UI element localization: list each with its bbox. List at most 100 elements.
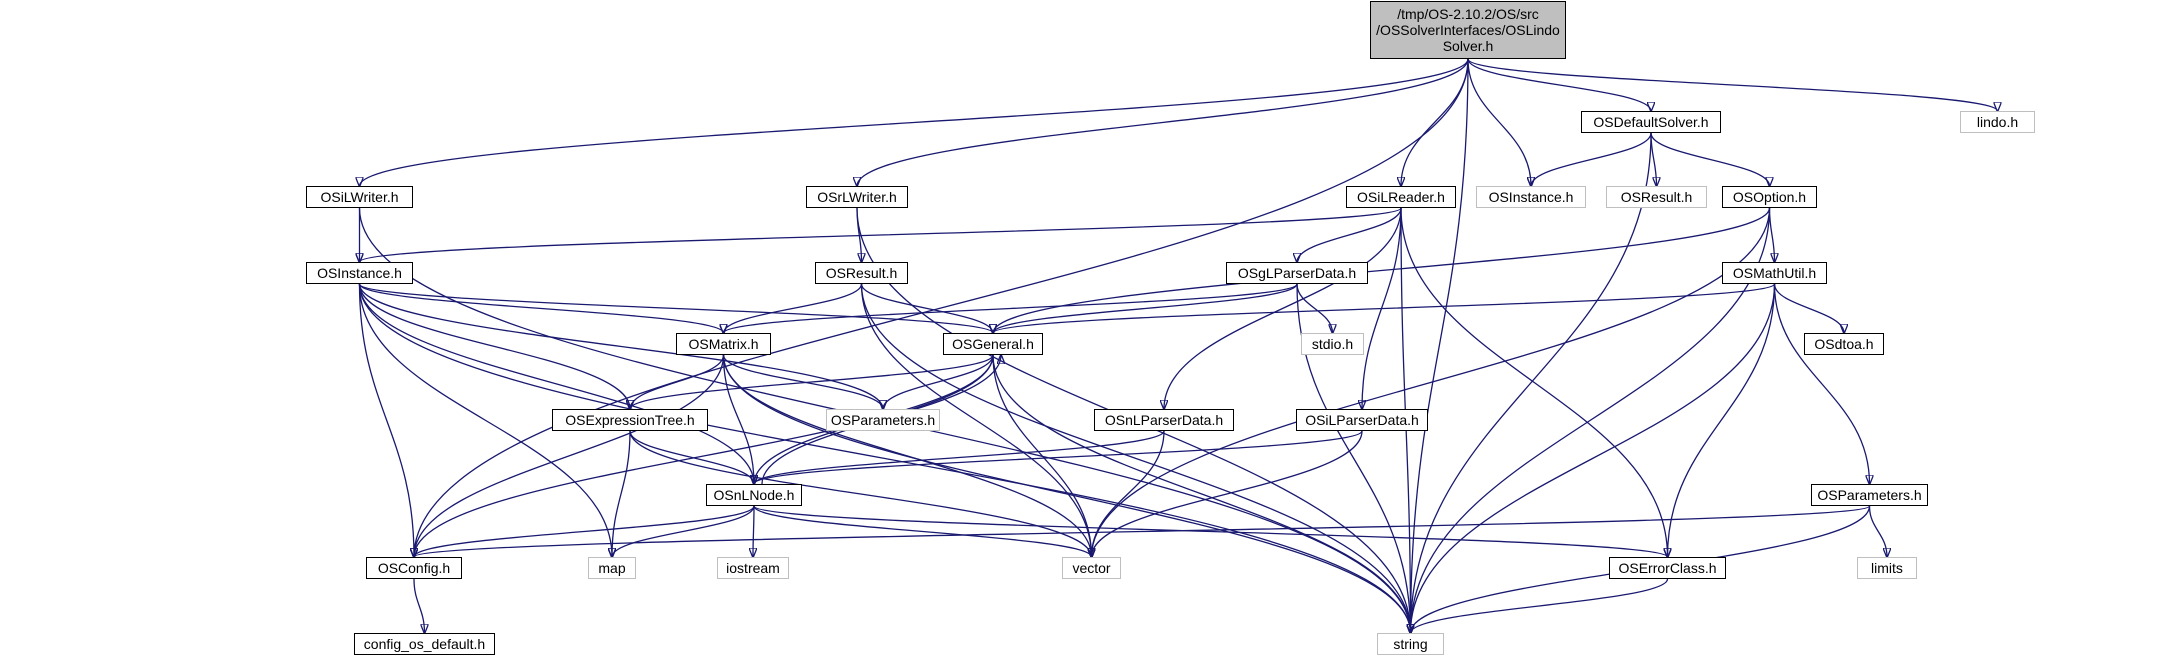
node-stdio: stdio.h — [1301, 333, 1364, 355]
edge-root-to-osdefault-solver — [1467, 58, 1651, 111]
edge-osi-lparser-data-to-osn-lnode — [754, 430, 1363, 484]
node-label: OSInstance.h — [1488, 189, 1574, 205]
edge-osmatrix-to-osparameters-ext — [722, 354, 884, 409]
node-osmatrix[interactable]: OSMatrix.h — [676, 333, 771, 355]
node-oserror-class[interactable]: OSErrorClass.h — [1609, 557, 1726, 579]
edge-osi-lreader-to-osinstance — [360, 207, 1402, 262]
node-label: OSResult.h — [1620, 189, 1693, 205]
edge-osresult-to-osmatrix — [724, 283, 863, 333]
node-config-os-default[interactable]: config_os_default.h — [354, 633, 495, 655]
node-osi-lparser-data[interactable]: OSiLParserData.h — [1296, 409, 1428, 431]
edge-osresult-to-string — [860, 283, 1411, 633]
edge-osn-lnode-to-vector — [753, 505, 1092, 557]
node-iostream: iostream — [717, 557, 789, 579]
node-label: OSiLParserData.h — [1305, 412, 1419, 428]
edge-osmatrix-to-osn-lnode — [722, 354, 755, 484]
node-label: OSGeneral.h — [952, 336, 1034, 352]
edge-osresult-to-osgeneral — [860, 283, 994, 333]
edge-osinstance-to-osmatrix — [358, 283, 724, 333]
root-label-line: /OSSolverInterfaces/OSLindo — [1376, 22, 1560, 38]
node-label: OSiLReader.h — [1357, 189, 1445, 205]
edge-osparameters-to-osconfig — [414, 505, 1871, 557]
node-map: map — [588, 557, 636, 579]
edge-osmath-util-to-osparameters — [1773, 283, 1870, 484]
node-label: OSInstance.h — [317, 265, 402, 281]
edge-root-to-string — [1411, 58, 1469, 633]
edge-osg-lparser-data-to-osgeneral — [993, 283, 1298, 333]
edge-osmath-util-to-osgeneral — [993, 283, 1776, 333]
edge-osinstance-to-osgeneral — [358, 283, 994, 333]
node-osn-lparser-data[interactable]: OSnLParserData.h — [1094, 409, 1234, 431]
edge-osn-lnode-to-osconfig — [414, 505, 755, 557]
edge-osinstance-to-osexpression-tree — [358, 283, 631, 409]
edge-osinstance-to-map — [358, 283, 613, 557]
node-osdefault-solver[interactable]: OSDefaultSolver.h — [1581, 111, 1721, 133]
node-osmath-util[interactable]: OSMathUtil.h — [1722, 262, 1827, 284]
node-osresult-ext: OSResult.h — [1606, 186, 1707, 208]
node-label: limits — [1871, 560, 1903, 576]
edge-root-to-osi-lwriter — [360, 58, 1469, 186]
edge-osi-lreader-to-osn-lparser-data — [1164, 207, 1402, 409]
node-label: iostream — [726, 560, 780, 576]
edge-osgeneral-to-osexpression-tree — [630, 354, 994, 409]
node-label: OSErrorClass.h — [1618, 560, 1717, 576]
edge-osgeneral-to-string — [992, 354, 1411, 633]
node-root: /tmp/OS-2.10.2/OS/src/OSSolverInterfaces… — [1370, 1, 1566, 59]
node-osinstance[interactable]: OSInstance.h — [306, 262, 413, 284]
node-osdtoa[interactable]: OSdtoa.h — [1804, 333, 1884, 355]
node-label: vector — [1072, 560, 1111, 576]
node-label: OSOption.h — [1732, 189, 1807, 205]
edge-osresult-to-vector — [860, 283, 1092, 557]
node-osparameters[interactable]: OSParameters.h — [1811, 484, 1928, 506]
edge-osinstance-to-osconfig — [358, 283, 415, 557]
edge-osmatrix-to-osconfig — [414, 354, 725, 557]
edge-osmatrix-to-string — [722, 354, 1411, 633]
edge-osparameters-to-limits — [1868, 505, 1888, 557]
node-label: OSMatrix.h — [688, 336, 759, 352]
node-label: OSConfig.h — [377, 560, 451, 576]
root-label-line: /tmp/OS-2.10.2/OS/src — [1397, 6, 1539, 22]
node-osconfig[interactable]: OSConfig.h — [366, 557, 462, 579]
node-osi-lreader[interactable]: OSiLReader.h — [1346, 186, 1456, 208]
node-label: OSrLWriter.h — [817, 189, 897, 205]
node-label: OSgLParserData.h — [1237, 265, 1357, 281]
node-limits: limits — [1857, 557, 1917, 579]
node-label: stdio.h — [1311, 336, 1354, 352]
node-osi-lwriter[interactable]: OSiLWriter.h — [306, 186, 413, 208]
edge-osdefault-solver-to-osoption — [1650, 132, 1770, 186]
edge-osexpression-tree-to-map — [612, 430, 631, 557]
edge-osi-lreader-to-osg-lparser-data — [1297, 207, 1402, 262]
edge-osg-lparser-data-to-stdio — [1296, 283, 1333, 333]
edge-osoption-to-osgeneral — [993, 207, 1771, 333]
node-label: OSExpressionTree.h — [565, 412, 695, 428]
edge-osg-lparser-data-to-osmatrix — [724, 283, 1298, 333]
node-label: OSDefaultSolver.h — [1593, 114, 1709, 130]
edge-osdefault-solver-to-string — [1411, 132, 1652, 633]
edge-root-to-osr-lwriter — [857, 58, 1469, 186]
edge-osgeneral-to-vector — [992, 354, 1092, 557]
node-osn-lnode[interactable]: OSnLNode.h — [706, 484, 802, 506]
edge-osn-lnode-to-map — [612, 505, 755, 557]
edge-osgeneral-to-osparameters-ext — [883, 354, 994, 409]
node-osinstance-ext: OSInstance.h — [1476, 186, 1586, 208]
node-string: string — [1377, 633, 1444, 655]
edge-root-to-osinstance-ext — [1467, 58, 1531, 186]
edge-osn-lnode-to-iostream — [753, 505, 754, 557]
node-label: lindo.h — [1976, 114, 2019, 130]
node-osgeneral[interactable]: OSGeneral.h — [943, 333, 1043, 355]
node-osoption[interactable]: OSOption.h — [1722, 186, 1817, 208]
edge-osdefault-solver-to-osinstance-ext — [1531, 132, 1652, 186]
node-osg-lparser-data[interactable]: OSgLParserData.h — [1226, 262, 1368, 284]
edge-osconfig-to-config-os-default — [413, 578, 425, 633]
edge-osmath-util-to-oserror-class — [1668, 283, 1776, 557]
node-osexpression-tree[interactable]: OSExpressionTree.h — [552, 409, 708, 431]
edge-osmath-util-to-osdtoa — [1773, 283, 1845, 333]
node-lindo: lindo.h — [1960, 111, 2035, 133]
node-osr-lwriter[interactable]: OSrLWriter.h — [806, 186, 908, 208]
node-vector: vector — [1062, 557, 1121, 579]
node-label: OSiLWriter.h — [320, 189, 399, 205]
root-label-line: Solver.h — [1442, 38, 1494, 54]
node-osresult[interactable]: OSResult.h — [815, 262, 908, 284]
edge-osinstance-to-string — [358, 283, 1411, 633]
